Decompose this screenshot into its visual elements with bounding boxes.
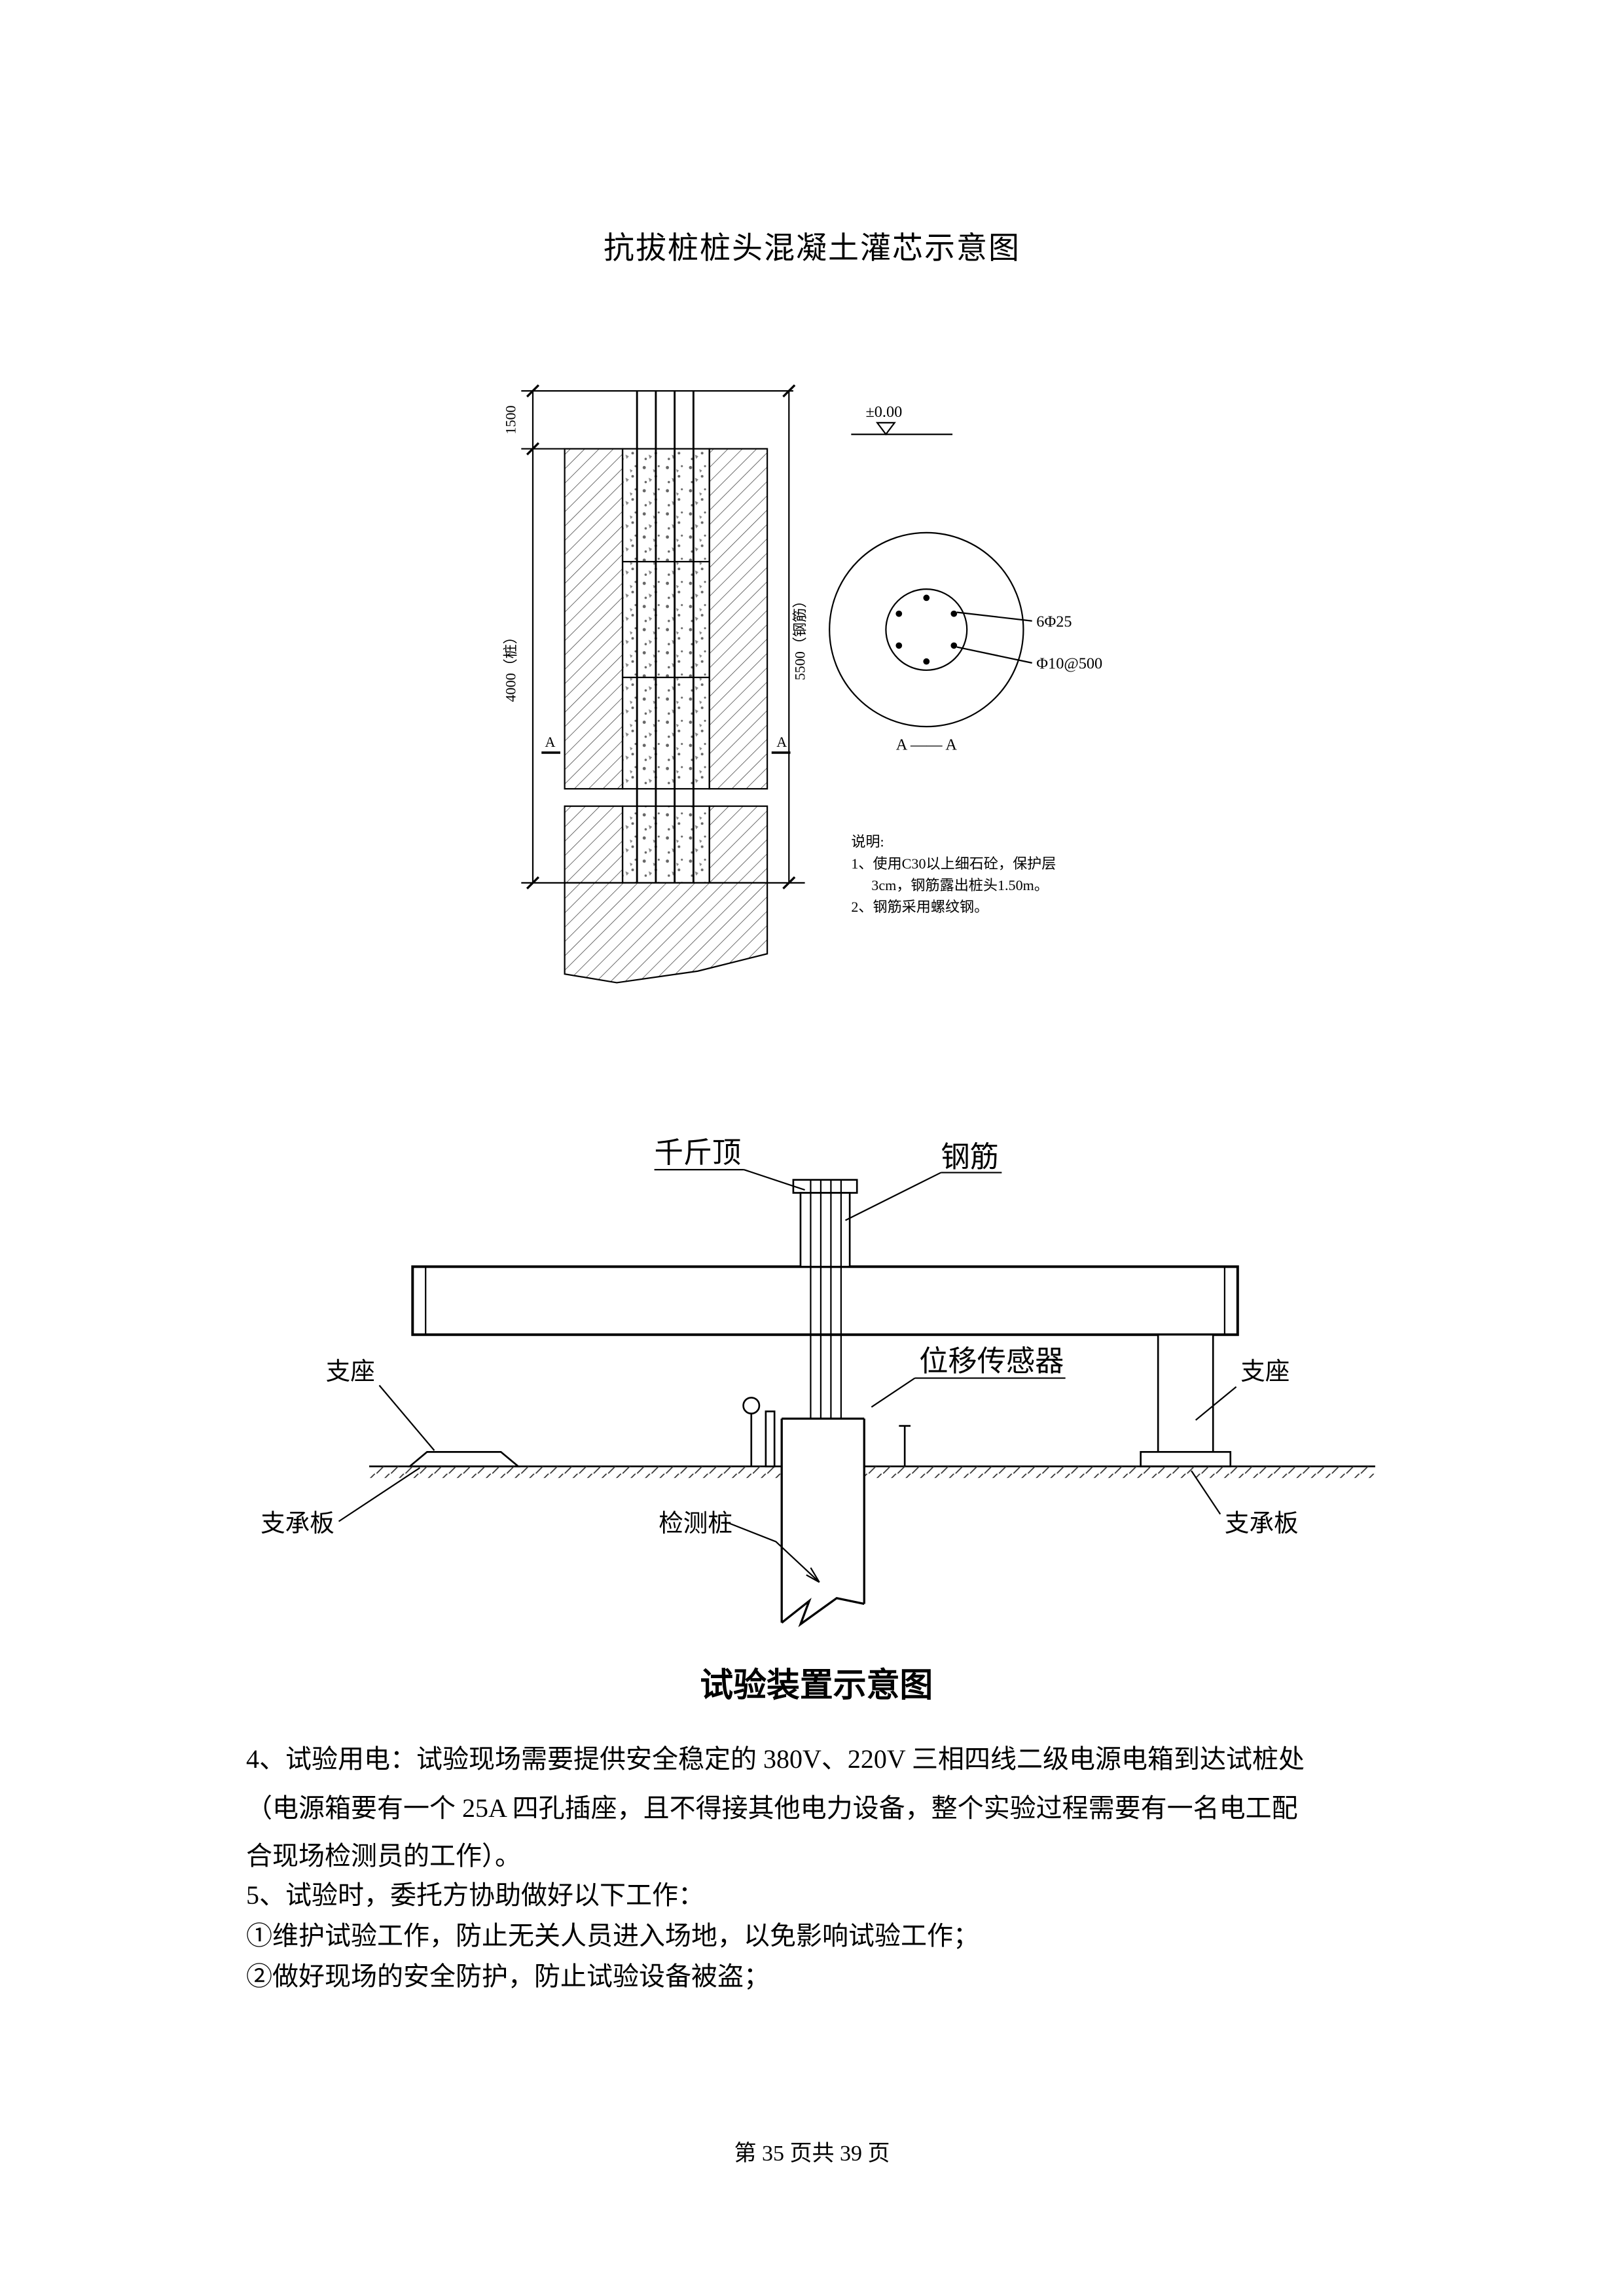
page-title: 抗拔桩桩头混凝土灌芯示意图 <box>604 232 1020 266</box>
test-setup-diagram: 千斤顶 钢筋 位移传感器 支座 支座 支承板 支承板 检测桩 试验装置示意图 <box>261 1137 1375 1704</box>
section-title-label: A —— A <box>896 736 958 754</box>
rebar-lines <box>636 391 695 883</box>
support-left-label: 支座 <box>326 1358 375 1386</box>
body-line-2: （电源箱要有一个 25A 四孔插座，且不得接其他电力设备，整个实验过程需要有一名… <box>246 1793 1298 1823</box>
plate-right-label: 支承板 <box>1225 1511 1299 1537</box>
section-circle <box>829 531 1032 728</box>
level-label: ±0.00 <box>865 403 902 421</box>
support-right <box>1140 1333 1232 1467</box>
rebar-strands <box>810 1179 842 1419</box>
jack-label: 千斤顶 <box>655 1137 742 1169</box>
body-line-1: 4、试验用电：试验现场需要提供安全稳定的 380V、220V 三相四线二级电源电… <box>246 1744 1305 1774</box>
notes-line3: 2、钢筋采用螺纹钢。 <box>851 899 988 915</box>
dim-exposed-label: 1500 <box>502 405 518 434</box>
test-pile <box>780 1417 865 1628</box>
dimension-lines <box>521 384 805 889</box>
dim-pile-label: 4000（桩） <box>502 630 518 702</box>
notes-line2: 3cm，钢筋露出桩头1.50m。 <box>871 877 1049 893</box>
dim-rebar-label: 5500（钢筋） <box>792 594 808 681</box>
support-right-label: 支座 <box>1240 1358 1290 1386</box>
level-symbol <box>851 422 953 436</box>
page-footer: 第 35 页共 39 页 <box>734 2142 890 2166</box>
displacement-sensor <box>742 1397 911 1467</box>
notes-heading: 说明: <box>851 834 884 850</box>
section-mark-left-label: A <box>545 734 556 750</box>
test-diagram-caption: 试验装置示意图 <box>700 1667 933 1704</box>
jack <box>792 1179 858 1268</box>
notes-line1: 1、使用C30以上细石砼，保护层 <box>851 855 1056 872</box>
main-bars-callout: 6Φ25 <box>1036 613 1072 631</box>
pile-label: 检测桩 <box>659 1510 732 1537</box>
body-line-5: ①维护试验工作，防止无关人员进入场地，以免影响试验工作； <box>246 1921 979 1950</box>
reaction-beam <box>411 1265 1239 1336</box>
spiral-callout: Φ10@500 <box>1036 655 1102 673</box>
pile-body <box>564 448 768 984</box>
body-line-4: 5、试验时，委托方协助做好以下工作： <box>246 1880 704 1910</box>
rebar-label: 钢筋 <box>941 1141 998 1174</box>
pile-core-diagram: 1500 4000（桩） 5500（钢筋） ±0.00 A A 6Φ25 Φ10… <box>502 384 1102 984</box>
support-left-plate <box>407 1451 521 1467</box>
section-mark-right-label: A <box>776 734 787 750</box>
sensor-label: 位移传感器 <box>919 1346 1064 1378</box>
plate-left-label: 支承板 <box>261 1511 334 1537</box>
body-line-3: 合现场检测员的工作）。 <box>246 1841 521 1871</box>
leader-lines <box>338 1169 1237 1583</box>
body-line-6: ②做好现场的安全防护，防止试验设备被盗； <box>246 1962 770 1991</box>
rebar-dots <box>895 594 958 665</box>
